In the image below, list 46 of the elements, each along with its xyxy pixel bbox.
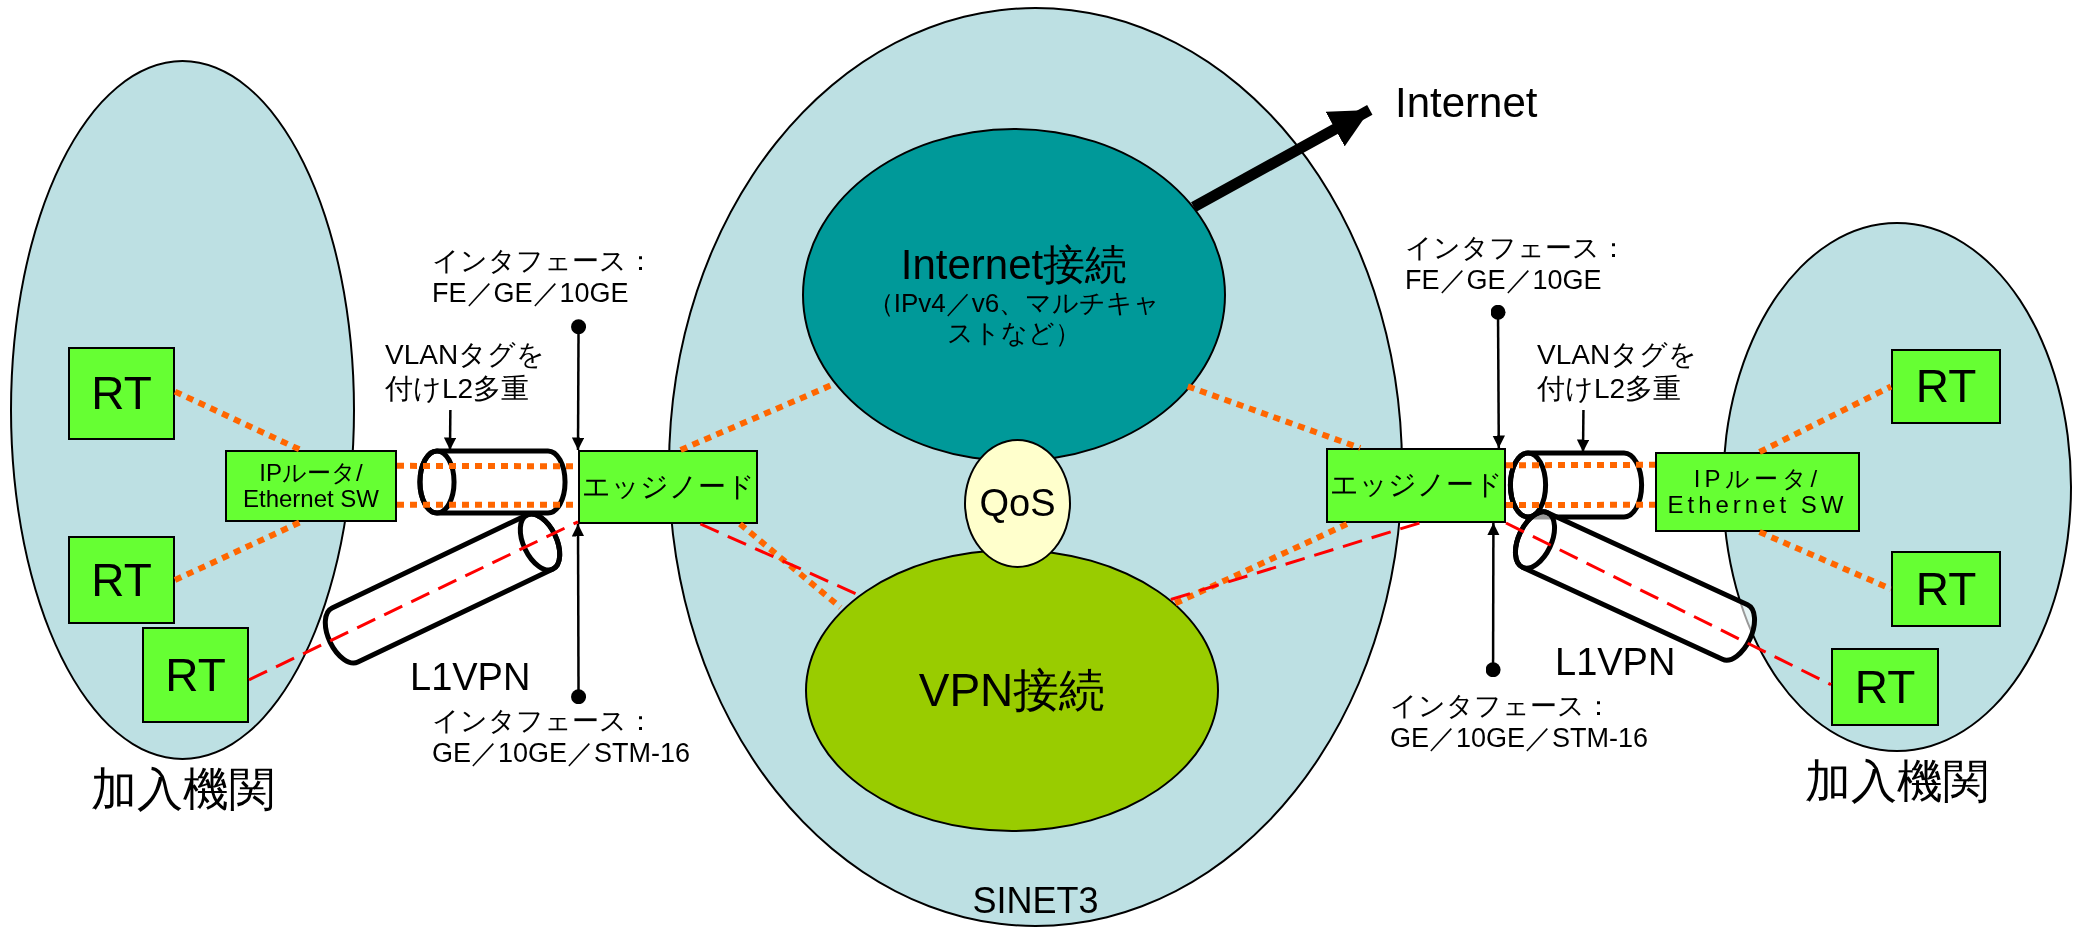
dotted-line — [738, 521, 843, 610]
dotted-line — [1174, 520, 1351, 607]
organization-label: 加入機関 — [89, 764, 276, 815]
router-box: RT — [1891, 551, 2001, 627]
leader-line — [571, 524, 587, 705]
arrow — [1191, 105, 1373, 212]
router-box: RT — [142, 627, 249, 723]
dashed-line — [248, 520, 579, 682]
dotted-line — [1758, 383, 1893, 455]
dashed-line — [699, 522, 857, 596]
network-name: SINET3 — [972, 879, 1099, 921]
dotted-line — [1506, 461, 1655, 469]
organization-label: 加入機関 — [1804, 756, 1990, 807]
leader-line — [443, 410, 457, 450]
dotted-line — [1186, 383, 1362, 451]
leader-line — [1490, 304, 1506, 448]
interface-label: インタフェース： GE／10GE／STM-16 — [1390, 690, 1655, 755]
router-box: RT — [1831, 648, 1939, 726]
interface-label: インタフェース： FE／GE／10GE — [432, 245, 697, 310]
router-box: RT — [1891, 349, 2001, 424]
internet-label: Internet — [1395, 78, 1605, 129]
tube-label: L1VPN — [410, 655, 531, 700]
qos-label: QoS — [979, 481, 1056, 526]
dotted-line — [173, 519, 302, 583]
leader-line — [1576, 410, 1590, 452]
service-title: VPN接続 — [918, 664, 1106, 717]
switch-box: IPルータ/ Ethernet SW — [1655, 452, 1860, 532]
router-box: RT — [68, 536, 175, 624]
edge-node-box: エッジノード — [1326, 448, 1506, 523]
dashed-line — [1505, 521, 1832, 686]
dashed-line — [1170, 521, 1421, 601]
switch-box: IPルータ/ Ethernet SW — [225, 450, 397, 522]
service-title: Internet接続 — [900, 240, 1128, 290]
leader-line — [1485, 523, 1501, 678]
dotted-line — [1506, 501, 1655, 508]
tube-label: L1VPN — [1555, 640, 1676, 685]
dotted-line — [173, 388, 302, 453]
router-box: RT — [68, 347, 175, 440]
interface-label: インタフェース： FE／GE／10GE — [1405, 232, 1670, 297]
dotted-line — [1758, 529, 1893, 592]
service-note: （IPv4／v6、マルチキャストなど） — [866, 289, 1162, 350]
edge-node-box: エッジノード — [578, 450, 758, 524]
annotation-label: VLANタグを付けL2多重 — [1537, 338, 1709, 406]
interface-label: インタフェース： GE／10GE／STM-16 — [432, 705, 697, 770]
annotation-label: VLANタグを付けL2多重 — [385, 338, 557, 406]
leader-line — [571, 319, 587, 450]
